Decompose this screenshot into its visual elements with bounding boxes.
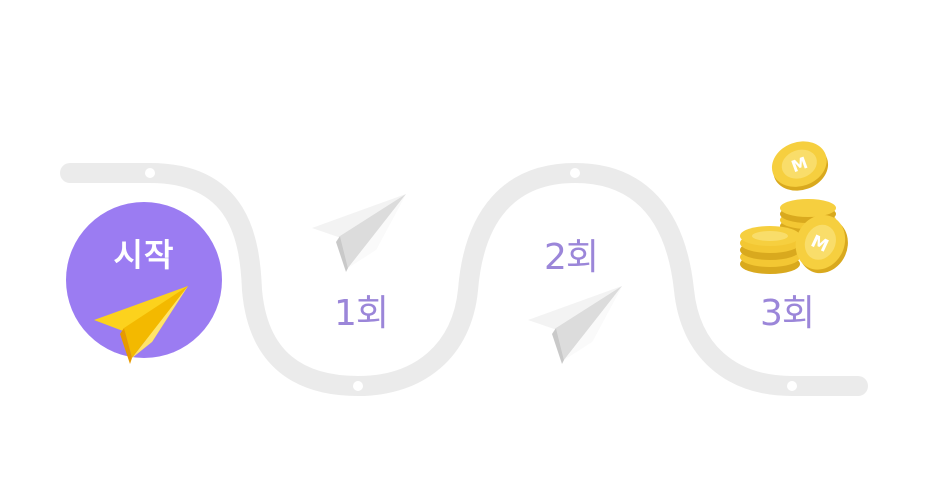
paper-plane-icon bbox=[528, 286, 622, 364]
start-label: 시작 bbox=[113, 236, 175, 274]
track-node bbox=[353, 381, 363, 391]
start-badge: 시작 bbox=[66, 202, 222, 364]
step-label-2: 2회 bbox=[544, 237, 599, 278]
svg-text:M: M bbox=[789, 153, 810, 176]
paper-plane-icon bbox=[94, 286, 188, 364]
paper-plane-icon bbox=[312, 194, 406, 272]
svg-text:M: M bbox=[808, 231, 832, 256]
coin-stack-icon: M M bbox=[740, 141, 848, 274]
step-label-1: 1회 bbox=[334, 293, 389, 334]
track-node bbox=[570, 168, 580, 178]
step-label-3: 3회 bbox=[760, 293, 815, 334]
track-node bbox=[787, 381, 797, 391]
track-node bbox=[145, 168, 155, 178]
